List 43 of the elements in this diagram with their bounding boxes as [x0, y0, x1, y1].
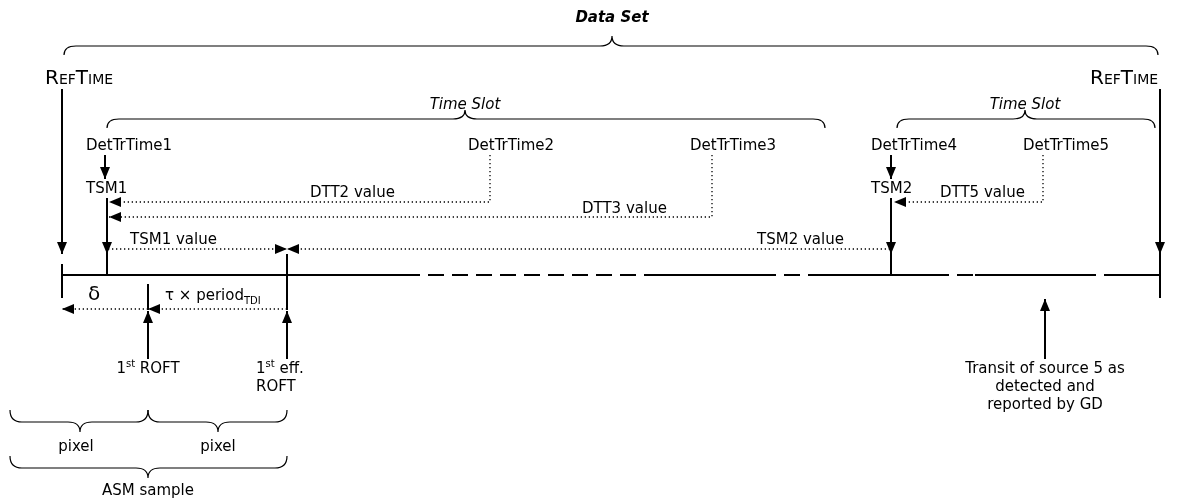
brace-label: pixel: [200, 437, 236, 455]
arrow: [886, 154, 896, 180]
arrow: [100, 154, 110, 180]
arrow: [143, 310, 153, 360]
edge-label: δ: [88, 284, 101, 302]
arrow: [1040, 298, 1050, 360]
reference-time-label: RefTime: [45, 66, 114, 88]
edge-label: TSM2 value: [757, 230, 844, 248]
brace-label: ASM sample: [102, 481, 194, 499]
arrow: [282, 310, 292, 360]
dotted-arrow: [108, 154, 491, 207]
brace-label: pixel: [58, 437, 94, 455]
brace-label: Data Set: [575, 8, 649, 26]
arrow: [57, 88, 67, 255]
event-label: DetTrTime3: [690, 136, 777, 154]
tick-mark: [147, 283, 149, 311]
dotted-arrow: [108, 154, 713, 222]
dotted-arrow: [147, 304, 288, 314]
edge-label: TSM1 value: [130, 230, 217, 248]
dotted-arrow: [893, 154, 1044, 207]
brace-label: Time Slot: [429, 95, 501, 113]
annotation-text: Transit of source 5 as detected and reported by GD: [962, 359, 1128, 413]
edge-label: DTT5 value: [940, 183, 1025, 201]
annotation-text: 1$^{st}$ ROFT: [108, 359, 188, 377]
marker-label: TSM1: [86, 179, 128, 197]
dotted-arrow: [61, 304, 149, 314]
arrow: [102, 197, 112, 255]
dotted-arrow: [107, 244, 288, 254]
edge-label: DTT2 value: [310, 183, 395, 201]
edge-label: DTT3 value: [582, 199, 667, 217]
event-label: DetTrTime4: [871, 136, 958, 154]
event-label: DetTrTime2: [468, 136, 555, 154]
arrow: [886, 197, 896, 255]
event-label: DetTrTime5: [1023, 136, 1110, 154]
edge-label: τ × period$_{TDI}$: [165, 286, 261, 304]
marker-label: TSM2: [871, 179, 913, 197]
tick-mark: [286, 253, 288, 311]
reference-time-label: RefTime: [1090, 66, 1159, 88]
brace-label: Time Slot: [989, 95, 1061, 113]
annotation-text: 1$^{st}$ eff. ROFT: [256, 359, 320, 395]
arrow: [1155, 88, 1165, 255]
event-label: DetTrTime1: [86, 136, 173, 154]
dotted-arrow: [286, 244, 891, 254]
